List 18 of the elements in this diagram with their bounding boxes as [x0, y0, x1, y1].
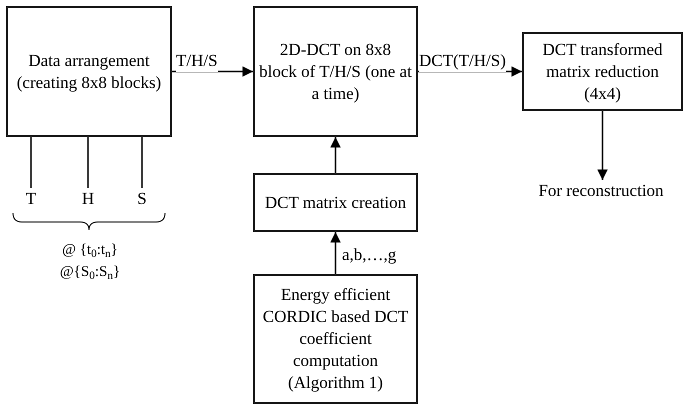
- process-box: DCT matrix creation: [253, 173, 418, 232]
- node-label: For reconstruction: [518, 180, 684, 202]
- node-label: T: [22, 188, 40, 210]
- process-box: Energy efficient CORDIC based DCT coefficient computation (Algorithm 1): [253, 274, 418, 404]
- arrow: [172, 66, 253, 77]
- node-label: S: [133, 188, 151, 210]
- connector-line: [141, 137, 143, 188]
- process-box: Data arrangement (creating 8x8 blocks): [6, 6, 172, 137]
- process-box: 2D-DCT on 8x8 block of T/H/S (one at a time): [253, 6, 418, 137]
- time-range-label: @{S$_{0}$:S$_{n}$}: [58, 263, 122, 282]
- time-range-label: @ {t$_{0}$:t$_{n}$}: [61, 241, 119, 260]
- process-box: DCT transformed matrix reduction (4x4): [522, 32, 683, 111]
- connector-line: [87, 137, 89, 188]
- arrow: [597, 111, 608, 180]
- arrow: [330, 232, 341, 274]
- arrow: [330, 137, 341, 173]
- node-label: H: [79, 188, 97, 210]
- connector-line: [30, 137, 32, 188]
